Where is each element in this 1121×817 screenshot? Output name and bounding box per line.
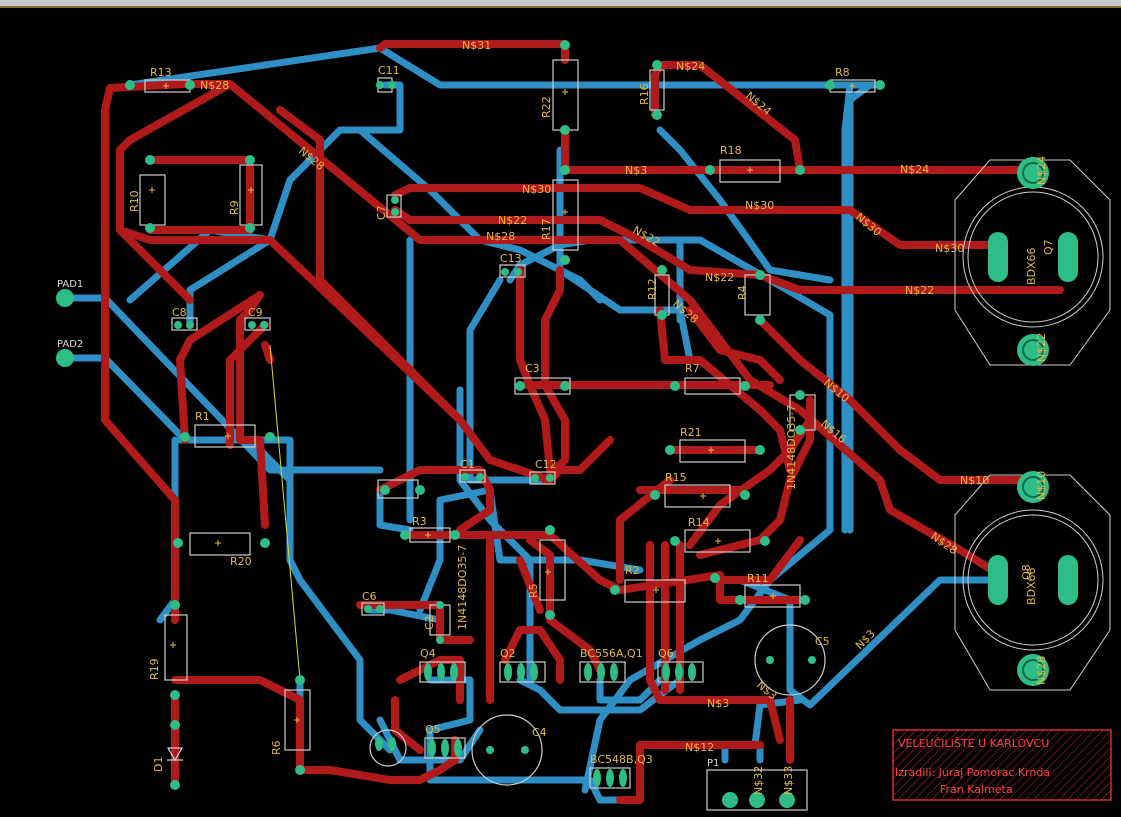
- c7-label: C7: [375, 205, 388, 220]
- net-n32: N$32: [752, 766, 765, 795]
- top-edge-line: [0, 6, 1121, 8]
- q7-pad-top-label: N$24: [1035, 156, 1048, 185]
- r5-label: R5: [527, 583, 540, 598]
- d1-label: D1: [152, 757, 165, 772]
- d3-label: 1N4148DO35-7: [785, 405, 798, 490]
- r17-label: R17: [540, 218, 553, 240]
- r13-label: R13: [150, 66, 172, 79]
- pads: [56, 40, 885, 790]
- c12-label: C12: [535, 458, 557, 471]
- c6-label: C6: [362, 590, 377, 603]
- q8-pad-top-label: N$10: [1035, 471, 1048, 500]
- pad2-label: PAD2: [57, 339, 83, 350]
- net-n3-d: N$3: [853, 627, 878, 652]
- r14-label: R14: [688, 516, 710, 529]
- r1-label: R1: [195, 410, 210, 423]
- r16-label: R16: [638, 83, 651, 105]
- r4-label: R4: [736, 285, 749, 300]
- r10-label: R10: [128, 190, 141, 212]
- c4-label: C4: [532, 726, 547, 739]
- title-block: VELEUČILIŠTE U KARLOVCU Izradili: Juraj …: [892, 729, 1112, 801]
- r20-label: R20: [230, 555, 252, 568]
- c1-label: C1: [460, 458, 475, 471]
- q7-type-label: BDX66: [1025, 247, 1038, 285]
- r11-label: R11: [747, 572, 769, 585]
- title-line-3: Fran Kalmeta: [940, 783, 1013, 796]
- c13-label: C13: [500, 252, 522, 265]
- net-n28-c: N$28: [486, 230, 515, 243]
- q5-label: Q5: [425, 723, 441, 736]
- net-n22-a: N$22: [498, 214, 527, 227]
- q8-label: Q8: [1020, 564, 1033, 580]
- transistor-q8-outline: [954, 474, 1111, 691]
- net-n33: N$33: [782, 766, 795, 795]
- silkscreen-labels: PAD1 PAD2 R13 C11 R22 R16 R8 R10 R9 C7 R…: [57, 64, 1055, 772]
- q7-pad-bottom-label: N$22: [1035, 333, 1048, 362]
- q8-type-label: BDX66: [1025, 567, 1038, 605]
- c5-label: C5: [815, 635, 830, 648]
- pad1-label: PAD1: [57, 279, 83, 290]
- c3-label: C3: [525, 362, 540, 375]
- title-line-1: VELEUČILIŠTE U KARLOVCU: [898, 737, 1049, 750]
- net-n12: N$12: [685, 741, 714, 754]
- net-n22-d: N$22: [905, 284, 934, 297]
- c2-label: C2: [423, 615, 436, 630]
- r12-label: R12: [646, 278, 659, 300]
- r6-label: R6: [270, 740, 283, 755]
- window-top-edge: [0, 0, 1121, 8]
- c8-label: C8: [172, 306, 187, 319]
- r15-label: R15: [665, 471, 687, 484]
- d2-label: 1N4148DO35-7: [456, 545, 469, 630]
- net-n28-a: N$28: [200, 79, 229, 92]
- transistor-q7-outline: [954, 159, 1111, 366]
- q2-label: Q2: [500, 647, 516, 660]
- net-n10-b: N$10: [960, 474, 989, 487]
- q7-label: Q7: [1042, 239, 1055, 255]
- c11-label: C11: [378, 64, 400, 77]
- p1-label: P1: [707, 758, 719, 769]
- title-line-2: Izradili: Juraj Pomorac Krnda: [895, 766, 1050, 779]
- q3-label: BC548B,Q3: [590, 753, 653, 766]
- power-transistor-pads: [988, 157, 1078, 686]
- q1-label: BC556A,Q1: [580, 647, 643, 660]
- r21-label: R21: [680, 426, 702, 439]
- r3-label: R3: [412, 515, 427, 528]
- power-pad-labels: N$24 N$22 N$10 N$28: [1035, 156, 1048, 685]
- airwire: [269, 344, 301, 681]
- net-n30-d: N$30: [935, 242, 964, 255]
- q6-label: Q6: [658, 647, 674, 660]
- center-markers: [149, 83, 855, 723]
- transistor-pads: [375, 663, 795, 808]
- diode-d1-symbol: [166, 747, 184, 762]
- net-n30-a: N$30: [522, 183, 551, 196]
- r22-label: R22: [540, 96, 553, 118]
- net-n31: N$31: [462, 39, 491, 52]
- r2-label: R2: [625, 564, 640, 577]
- r7-label: R7: [685, 362, 700, 375]
- r18-label: R18: [720, 144, 742, 157]
- r9-label: R9: [228, 200, 241, 215]
- q8-pad-bottom-label: N$28: [1035, 656, 1048, 685]
- q4-label: Q4: [420, 647, 436, 660]
- net-n3-a: N$3: [625, 164, 647, 177]
- net-n30-b: N$30: [745, 199, 774, 212]
- c9-label: C9: [248, 306, 263, 319]
- net-n3-b: N$3: [707, 697, 729, 710]
- r8-label: R8: [835, 66, 850, 79]
- net-n22-c: N$22: [705, 271, 734, 284]
- pcb-board: PAD1 PAD2 R13 C11 R22 R16 R8 R10 R9 C7 R…: [56, 39, 1112, 811]
- net-n24-a: N$24: [676, 60, 705, 73]
- r19-label: R19: [148, 658, 161, 680]
- net-n24-c: N$24: [900, 163, 929, 176]
